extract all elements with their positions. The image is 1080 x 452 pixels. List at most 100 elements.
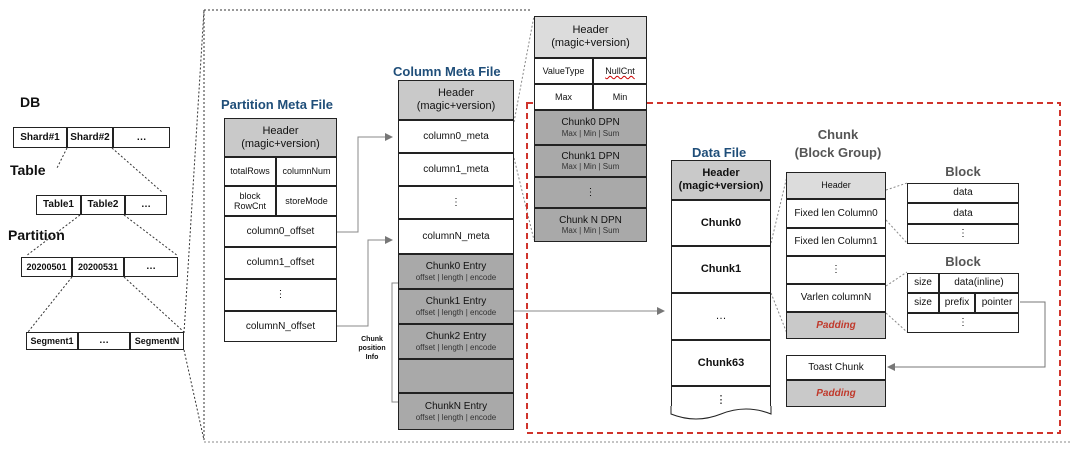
column-meta-header: Header (magic+version) [398, 80, 514, 120]
dpn-row-stats: Max | Min | Sum [561, 226, 620, 236]
arrow-offset0 [337, 133, 393, 233]
shard-cell: Shard#2 [67, 127, 113, 148]
block2-data-inline: data(inline) [939, 273, 1019, 293]
zoom-line [25, 214, 81, 257]
chunk-row: Fixed len Column0 [786, 199, 886, 228]
data-chunk: Chunk1 [671, 246, 771, 293]
null-cnt-cell: NullCnt [593, 58, 647, 84]
zoom-line [123, 276, 185, 333]
block-rowcnt-cell: block RowCnt [224, 186, 276, 216]
value-type-cell: ValueType [534, 58, 593, 84]
chunk-entry-name: Chunk2 Entry [425, 331, 487, 343]
table-cell: Table2 [81, 195, 125, 215]
block2-prefix: prefix [939, 293, 975, 313]
zoom-line [56, 147, 68, 169]
chunk-entry-name: ChunkN Entry [424, 401, 488, 413]
table-cell: Table1 [36, 195, 81, 215]
block2-row: ⋮ [907, 313, 1019, 333]
block2-title: Block [945, 254, 981, 269]
chunk-title: Chunk (Block Group) [794, 127, 882, 161]
chunk-row: Varlen columnN [786, 284, 886, 312]
block1-row: data [907, 203, 1019, 224]
data-chunk: ⋮ [671, 386, 771, 414]
partition-label: Partition [8, 227, 65, 243]
data-chunk: … [671, 293, 771, 340]
chunk-entry [398, 359, 514, 393]
chunk-entry-fields: offset | length | encode [415, 342, 497, 352]
block1-title: Block [945, 164, 981, 179]
dpn-row-name: ⋮ [585, 186, 596, 198]
offset-cell: columnN_offset [224, 311, 337, 342]
dpn-row: Chunk0 DPN Max | Min | Sum [534, 110, 647, 145]
chunk-padding: Padding [786, 312, 886, 339]
dpn-row-name: Chunk1 DPN [561, 150, 620, 162]
column-meta-row: columnN_meta [398, 219, 514, 254]
chunk-entry-name: Chunk0 Entry [425, 261, 487, 273]
toast-padding: Padding [786, 380, 886, 407]
block1-row: data [907, 183, 1019, 203]
chunk-entry: Chunk1 Entry offset | length | encode [398, 289, 514, 324]
total-rows-cell: totalRows [224, 157, 276, 186]
arrow-offsetN [337, 236, 393, 327]
segment-cell: … [78, 332, 130, 350]
block2-size: size [907, 273, 939, 293]
shard-cell: Shard#1 [13, 127, 67, 148]
table-cell: … [125, 195, 167, 215]
chunk-row: Fixed len Column1 [786, 228, 886, 256]
offset-cell: column0_offset [224, 216, 337, 247]
zoom-line [123, 214, 179, 257]
column-meta-row: column0_meta [398, 120, 514, 153]
block2-size: size [907, 293, 939, 313]
chunk-entry-fields: offset | length | encode [415, 412, 497, 422]
arrow-pointer-to-toast [887, 301, 1046, 371]
table-label: Table [10, 162, 46, 178]
toast-chunk: Toast Chunk [786, 355, 886, 380]
data-file-header: Header (magic+version) [671, 160, 771, 200]
dpn-row-name: Chunk0 DPN [561, 117, 620, 129]
chunk-entry-name: Chunk1 Entry [425, 296, 487, 308]
chunk-entry: Chunk2 Entry offset | length | encode [398, 324, 514, 359]
column-meta-row: column1_meta [398, 153, 514, 186]
partition-header: Header (magic+version) [224, 118, 337, 157]
column-meta-row: ⋮ [398, 186, 514, 219]
dpn-row-stats: Max | Min | Sum [561, 162, 620, 172]
partition-cell: … [124, 257, 178, 277]
zoom-line [183, 349, 205, 441]
dpn-row: ⋮ [534, 177, 647, 208]
db-label: DB [20, 94, 41, 110]
zoom-line [111, 147, 163, 193]
dpn-header: Header (magic+version) [534, 16, 647, 58]
partition-cell: 20200501 [21, 257, 72, 277]
zoom-line [27, 276, 73, 333]
dpn-row-stats: Max | Min | Sum [561, 128, 620, 138]
dpn-row-name: Chunk N DPN [559, 214, 622, 226]
offset-cell: ⋮ [224, 279, 337, 311]
chunk-position-info-label: Chunk position Info [358, 336, 386, 362]
data-file-title: Data File [692, 145, 747, 160]
chunk-entry: Chunk0 Entry offset | length | encode [398, 254, 514, 289]
column-meta-title: Column Meta File [393, 64, 501, 79]
chunk-entry-fields: offset | length | encode [415, 272, 497, 282]
segment-cell: Segment1 [26, 332, 78, 350]
block1-row: ⋮ [907, 224, 1019, 244]
column-num-cell: columnNum [276, 157, 337, 186]
offset-cell: column1_offset [224, 247, 337, 279]
data-region-border [526, 102, 1061, 434]
partition-cell: 20200531 [72, 257, 124, 277]
data-chunk: Chunk0 [671, 200, 771, 246]
min-cell: Min [593, 84, 647, 110]
chunk-row: Header [786, 172, 886, 199]
chunk-entry: ChunkN Entry offset | length | encode [398, 393, 514, 430]
segment-cell: SegmentN [130, 332, 184, 350]
store-mode-cell: storeMode [276, 186, 337, 216]
shard-cell: … [113, 127, 170, 148]
chunk-row: ⋮ [786, 256, 886, 284]
partition-meta-title: Partition Meta File [221, 97, 333, 112]
dpn-row: Chunk N DPN Max | Min | Sum [534, 208, 647, 242]
block2-pointer: pointer [975, 293, 1019, 313]
chunk-entry-fields: offset | length | encode [415, 307, 497, 317]
zoom-line [183, 9, 205, 334]
data-chunk: Chunk63 [671, 340, 771, 386]
dpn-row: Chunk1 DPN Max | Min | Sum [534, 145, 647, 177]
